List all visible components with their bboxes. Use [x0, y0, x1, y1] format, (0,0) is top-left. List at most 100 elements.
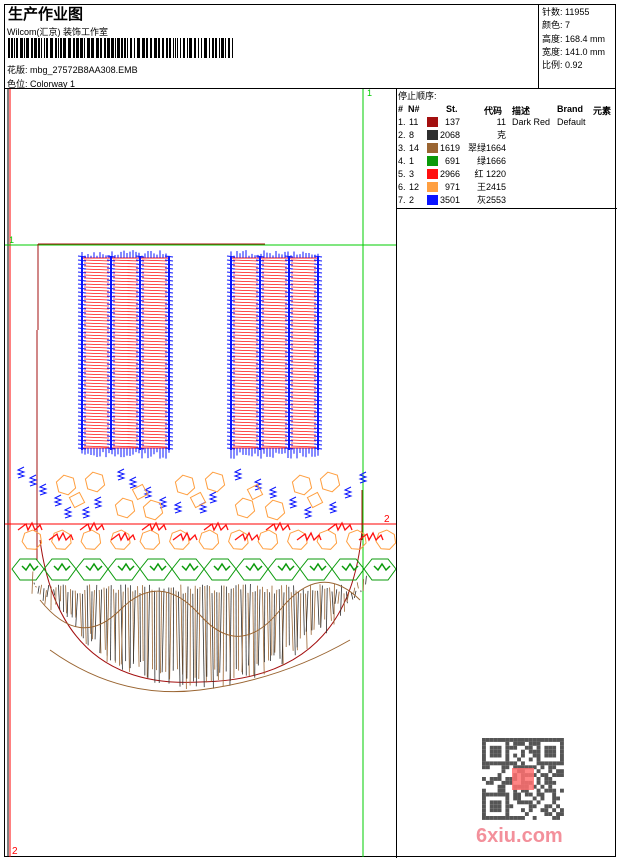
stitch-mark	[313, 259, 323, 262]
stitch-mark	[261, 346, 288, 349]
stitch-mark	[83, 271, 110, 274]
stitch-mark	[77, 339, 87, 342]
stitch-mark	[261, 313, 288, 316]
stitch-mark	[112, 370, 139, 373]
stitch-mark	[261, 277, 288, 280]
stitch-count: 2068	[439, 130, 460, 140]
qr-module	[536, 777, 541, 781]
barcode-bar	[63, 38, 66, 58]
stitch-mark	[290, 361, 317, 364]
stitch-mark	[284, 283, 294, 286]
zigzag-motif	[158, 496, 168, 509]
stitch-mark	[341, 562, 359, 572]
stitch-mark	[284, 367, 294, 370]
stitch-mark	[313, 263, 323, 266]
qr-module	[552, 738, 557, 742]
qr-module	[536, 792, 541, 797]
qr-module	[521, 749, 525, 754]
stitch-mark	[112, 274, 139, 277]
stitch-mark	[232, 439, 259, 442]
stitch-mark	[112, 289, 139, 292]
stitch-mark	[290, 421, 317, 424]
stitch-mark	[77, 407, 87, 410]
stitch-mark	[284, 423, 294, 426]
qr-module	[560, 738, 564, 742]
qr-module	[489, 777, 494, 781]
stitch-mark	[141, 409, 168, 412]
marker-label: 2	[12, 846, 18, 857]
stitch-mark	[112, 286, 139, 289]
fringe-stitch	[42, 588, 45, 601]
hexagon-motif	[43, 558, 77, 581]
stitch-mark	[83, 352, 110, 355]
stitch-mark	[77, 391, 87, 394]
stitch-mark	[141, 355, 168, 358]
stitch-mark	[164, 299, 174, 302]
fringe-stitch	[46, 584, 50, 598]
stitch-mark	[106, 335, 116, 338]
stitch-mark	[313, 315, 323, 318]
stitch-mark	[135, 323, 145, 326]
stitch-mark	[290, 316, 317, 319]
stitch-count: 691	[444, 156, 460, 166]
fringe-stitch	[257, 589, 261, 666]
qr-module	[482, 816, 486, 820]
stitch-mark	[313, 359, 323, 362]
leaf-motif	[110, 531, 136, 542]
barcode-bar	[68, 38, 71, 58]
stitch-mark	[226, 443, 236, 446]
stitch-mark	[106, 311, 116, 314]
stitch-mark	[232, 424, 259, 427]
stitch-mark	[141, 421, 168, 424]
fringe-stitch	[94, 584, 98, 640]
stitch-mark	[284, 407, 294, 410]
qr-module	[485, 738, 490, 742]
stitch-mark	[106, 431, 116, 434]
qr-module	[485, 761, 490, 766]
color-swatch	[427, 182, 438, 192]
needle-number: 1	[409, 156, 415, 166]
stitch-mark	[141, 367, 168, 370]
stitch-mark	[261, 319, 288, 322]
table-row: 2. 8 2068 克	[398, 129, 616, 142]
stitch-mark	[261, 391, 288, 394]
stitch-mark	[226, 399, 236, 402]
stitch-mark	[255, 439, 265, 442]
stitch-count: 1619	[439, 143, 460, 153]
barcode-bar	[127, 38, 128, 58]
stitch-mark	[135, 379, 145, 382]
stitch-mark	[164, 275, 174, 278]
stitch-mark	[77, 259, 87, 262]
stitch-mark	[77, 343, 87, 346]
stitch-mark	[83, 364, 110, 367]
qr-module	[556, 812, 560, 816]
qr-module	[540, 738, 545, 742]
zigzag-motif	[253, 478, 263, 491]
stitch-mark	[284, 359, 294, 362]
qr-module	[513, 761, 518, 766]
stitch-mark	[106, 315, 116, 318]
stitch-mark	[135, 319, 145, 322]
stitch-mark	[77, 303, 87, 306]
qr-module	[560, 769, 564, 774]
qr-module	[540, 808, 545, 813]
stitch-mark	[290, 430, 317, 433]
stitch-mark	[112, 328, 139, 331]
stitch-mark	[164, 331, 174, 334]
fringe-stitch	[103, 587, 106, 650]
stitch-mark	[112, 334, 139, 337]
watermark-logo: 6xiu.com	[476, 825, 563, 847]
stitch-mark	[226, 311, 236, 314]
stitch-mark	[141, 349, 168, 352]
zigzag-motif	[233, 468, 243, 481]
stitch-mark	[77, 379, 87, 382]
stitch-mark	[261, 280, 288, 283]
colorway-value: Colorway 1	[30, 79, 76, 89]
fringe-stitch	[178, 591, 181, 687]
stitch-mark	[261, 271, 288, 274]
qr-module	[521, 788, 525, 793]
stitch-mark	[232, 364, 259, 367]
stitch-mark	[164, 319, 174, 322]
fringe-stitch	[98, 590, 102, 654]
fringe-stitch	[65, 585, 67, 614]
